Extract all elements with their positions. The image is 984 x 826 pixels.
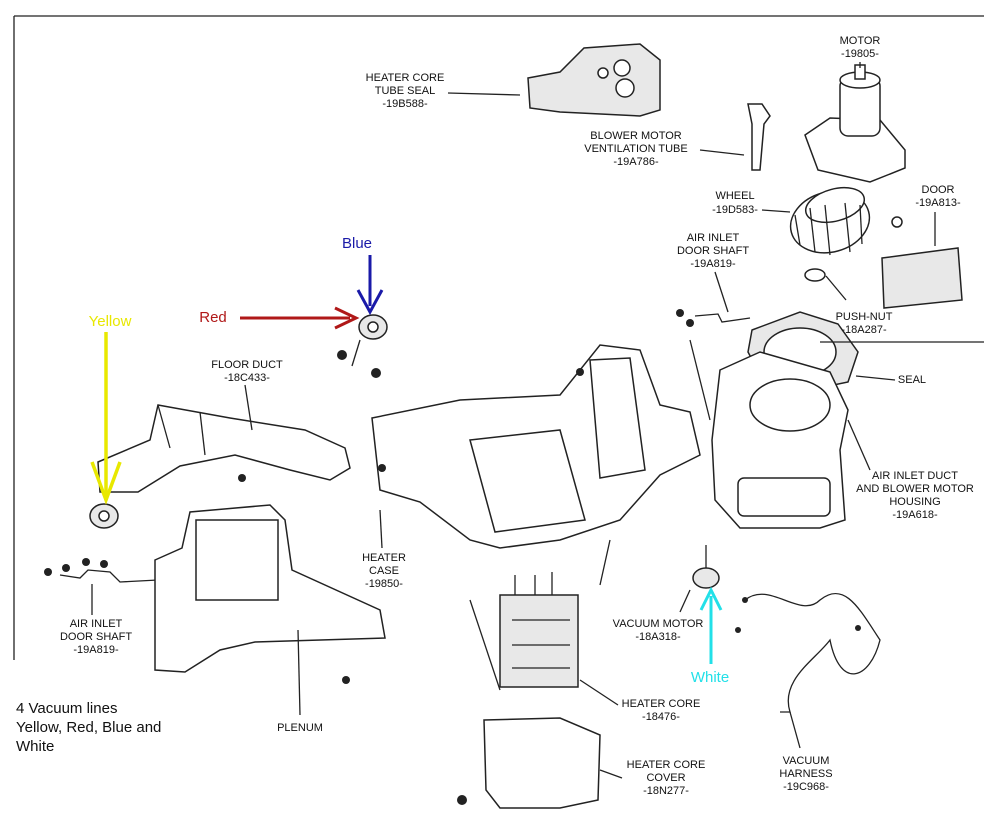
label-line: HOUSING [889, 496, 940, 508]
label-line: -18476- [642, 711, 680, 723]
push-nut-part [804, 268, 826, 282]
plenum-part [154, 504, 386, 684]
blower-wheel-part [789, 186, 871, 256]
label-line: -19A786- [613, 156, 659, 168]
blue-annotation: Blue [342, 235, 384, 316]
label-wheel: WHEEL -19D583- [712, 190, 758, 216]
label-line: AIR INLET [687, 232, 740, 244]
label-line: AIR INLET DUCT [872, 470, 958, 482]
ventilation-tube-part [747, 103, 771, 171]
white-label: White [691, 669, 729, 686]
yellow-arrow-head [90, 461, 122, 506]
white-arrow-head [699, 586, 723, 611]
label-heater-case: HEATER CASE -19850- [362, 552, 406, 590]
vacuum-motor-top-part [337, 314, 388, 378]
label-blower-motor-ventilation-tube: BLOWER MOTOR VENTILATION TUBE -19A786- [584, 130, 688, 168]
label-line: -18A318- [635, 631, 681, 643]
label-line: VACUUM [783, 755, 830, 767]
label-motor: MOTOR -19805- [840, 35, 881, 60]
note-line: 4 Vacuum lines [16, 700, 118, 717]
label-air-inlet-door-shaft-left: AIR INLET DOOR SHAFT -19A819- [60, 618, 132, 656]
door-part [881, 216, 963, 309]
label-line: HEATER CORE [627, 759, 706, 771]
label-line: PLENUM [277, 722, 323, 734]
label-line: PUSH-NUT [836, 311, 893, 323]
white-annotation: White [691, 586, 729, 686]
red-arrow-head [334, 306, 360, 330]
vacuum-motor-left-part [89, 503, 119, 529]
label-line: COVER [646, 772, 685, 784]
heater-case-part [371, 344, 701, 549]
label-line: BLOWER MOTOR [590, 130, 682, 142]
note-line: White [16, 738, 55, 755]
label-line: -19A819- [690, 258, 736, 270]
label-vacuum-motor: VACUUM MOTOR -18A318- [613, 618, 704, 643]
label-line: HEATER [362, 552, 406, 564]
vacuum-lines-note: 4 Vacuum lines Yellow, Red, Blue and Whi… [16, 699, 256, 756]
label-line: WHEEL [715, 190, 754, 202]
label-push-nut: PUSH-NUT -18A287- [836, 311, 893, 336]
label-line: -19B588- [382, 98, 428, 110]
label-line: -18C433- [224, 372, 270, 384]
yellow-annotation: Yellow [89, 313, 132, 506]
label-line: CASE [369, 565, 399, 577]
label-door: DOOR -19A813- [915, 184, 961, 209]
label-line: DOOR [922, 184, 955, 196]
label-line: AIR INLET [70, 618, 123, 630]
heater-core-part [499, 572, 579, 688]
note-line: Yellow, Red, Blue and [16, 719, 162, 736]
label-air-inlet-duct-housing: AIR INLET DUCT AND BLOWER MOTOR HOUSING … [856, 470, 974, 521]
label-seal: SEAL [898, 374, 926, 386]
label-line: -18N277- [643, 785, 689, 797]
label-line: -19A618- [892, 509, 938, 521]
vacuum-harness-part [735, 593, 881, 713]
red-annotation: Red [199, 306, 360, 330]
label-plenum: PLENUM [277, 722, 323, 734]
label-line: -19A813- [915, 197, 961, 209]
label-vacuum-harness: VACUUM HARNESS -19C968- [779, 755, 832, 793]
label-line: HEATER CORE [366, 72, 445, 84]
label-line: -18A287- [841, 324, 887, 336]
label-line: -19C968- [783, 781, 829, 793]
label-line: TUBE SEAL [375, 85, 436, 97]
label-line: AND BLOWER MOTOR [856, 483, 974, 495]
label-heater-core: HEATER CORE -18476- [622, 698, 701, 723]
label-line: VENTILATION TUBE [584, 143, 688, 155]
blower-housing-part [711, 351, 849, 529]
red-label: Red [199, 309, 227, 326]
label-line: DOOR SHAFT [60, 631, 132, 643]
heater-core-cover-part [457, 717, 601, 809]
blue-arrow-head [356, 289, 384, 316]
heater-core-tube-seal-part [527, 43, 661, 117]
label-line: -19850- [365, 578, 403, 590]
label-air-inlet-door-shaft-right: AIR INLET DOOR SHAFT -19A819- [677, 232, 749, 270]
label-line: MOTOR [840, 35, 881, 47]
label-heater-core-cover: HEATER CORE COVER -18N277- [627, 759, 706, 797]
yellow-label: Yellow [89, 313, 132, 330]
label-floor-duct: FLOOR DUCT -18C433- [211, 359, 283, 384]
label-line: SEAL [898, 374, 926, 386]
label-line: VACUUM MOTOR [613, 618, 704, 630]
floor-duct-part [97, 404, 351, 493]
label-line: -19D583- [712, 204, 758, 216]
door-shaft-left-part [44, 558, 159, 583]
label-heater-core-tube-seal: HEATER CORE TUBE SEAL -19B588- [366, 72, 445, 110]
motor-part [804, 64, 906, 183]
label-line: DOOR SHAFT [677, 245, 749, 257]
label-line: -19A819- [73, 644, 119, 656]
label-line: FLOOR DUCT [211, 359, 283, 371]
door-shaft-right-part [676, 309, 751, 327]
label-line: HEATER CORE [622, 698, 701, 710]
label-line: HARNESS [779, 768, 832, 780]
blue-label: Blue [342, 235, 372, 252]
vacuum-motor-white-part [692, 545, 720, 589]
label-line: -19805- [841, 48, 879, 60]
